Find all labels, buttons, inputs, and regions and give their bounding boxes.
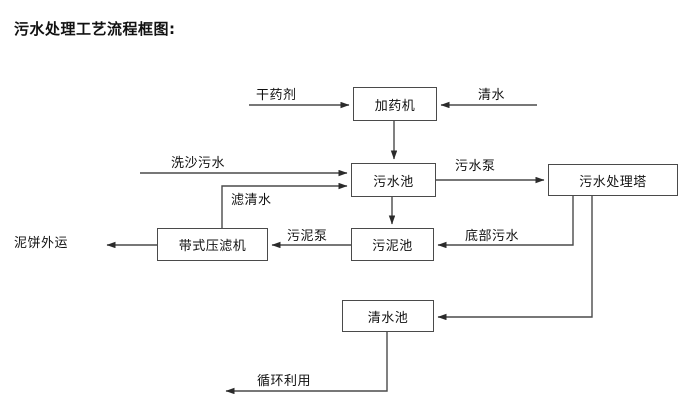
edge-bottom-wastewater-to-sludge-pool (437, 196, 574, 249)
edge-label-sludge-pump: 污泥泵 (287, 229, 328, 244)
node-label: 带式压滤机 (178, 239, 247, 254)
edge-filtered-water-to-wastewater-pool (221, 182, 348, 228)
node-treatment-tower[interactable]: 污水处理塔 (548, 164, 678, 196)
edge-label-clean-water-in: 清水 (478, 88, 506, 103)
edge-tower-to-clean-water-pool (437, 196, 593, 321)
node-clean-water-pool[interactable]: 清水池 (342, 300, 434, 332)
node-label: 清水池 (367, 310, 409, 326)
edge-clean-water-pool-to-recycle (225, 332, 388, 395)
node-label: 污泥池 (372, 239, 413, 254)
edge-label-sand-wash-wastewater: 洗沙污水 (171, 156, 226, 171)
node-sludge-pool[interactable]: 污泥池 (351, 228, 434, 261)
node-label: 污水处理塔 (579, 174, 647, 190)
edge-label-bottom-wastewater: 底部污水 (465, 229, 520, 244)
edge-label-wastewater-pump: 污水泵 (455, 159, 496, 174)
node-belt-filter-press[interactable]: 带式压滤机 (157, 228, 268, 261)
node-label: 污水池 (373, 174, 414, 190)
page-title: 污水处理工艺流程框图: (14, 20, 176, 38)
edge-label-dry-chemical: 干药剂 (256, 88, 297, 103)
terminal-label-recycle-reuse: 循环利用 (257, 374, 312, 389)
node-label: 加药机 (374, 98, 416, 114)
node-dosing-machine[interactable]: 加药机 (353, 87, 437, 121)
node-wastewater-pool[interactable]: 污水池 (351, 163, 436, 197)
terminal-label-mud-cake-out: 泥饼外运 (14, 236, 69, 251)
edge-label-filtered-clear-water: 滤清水 (231, 193, 272, 208)
